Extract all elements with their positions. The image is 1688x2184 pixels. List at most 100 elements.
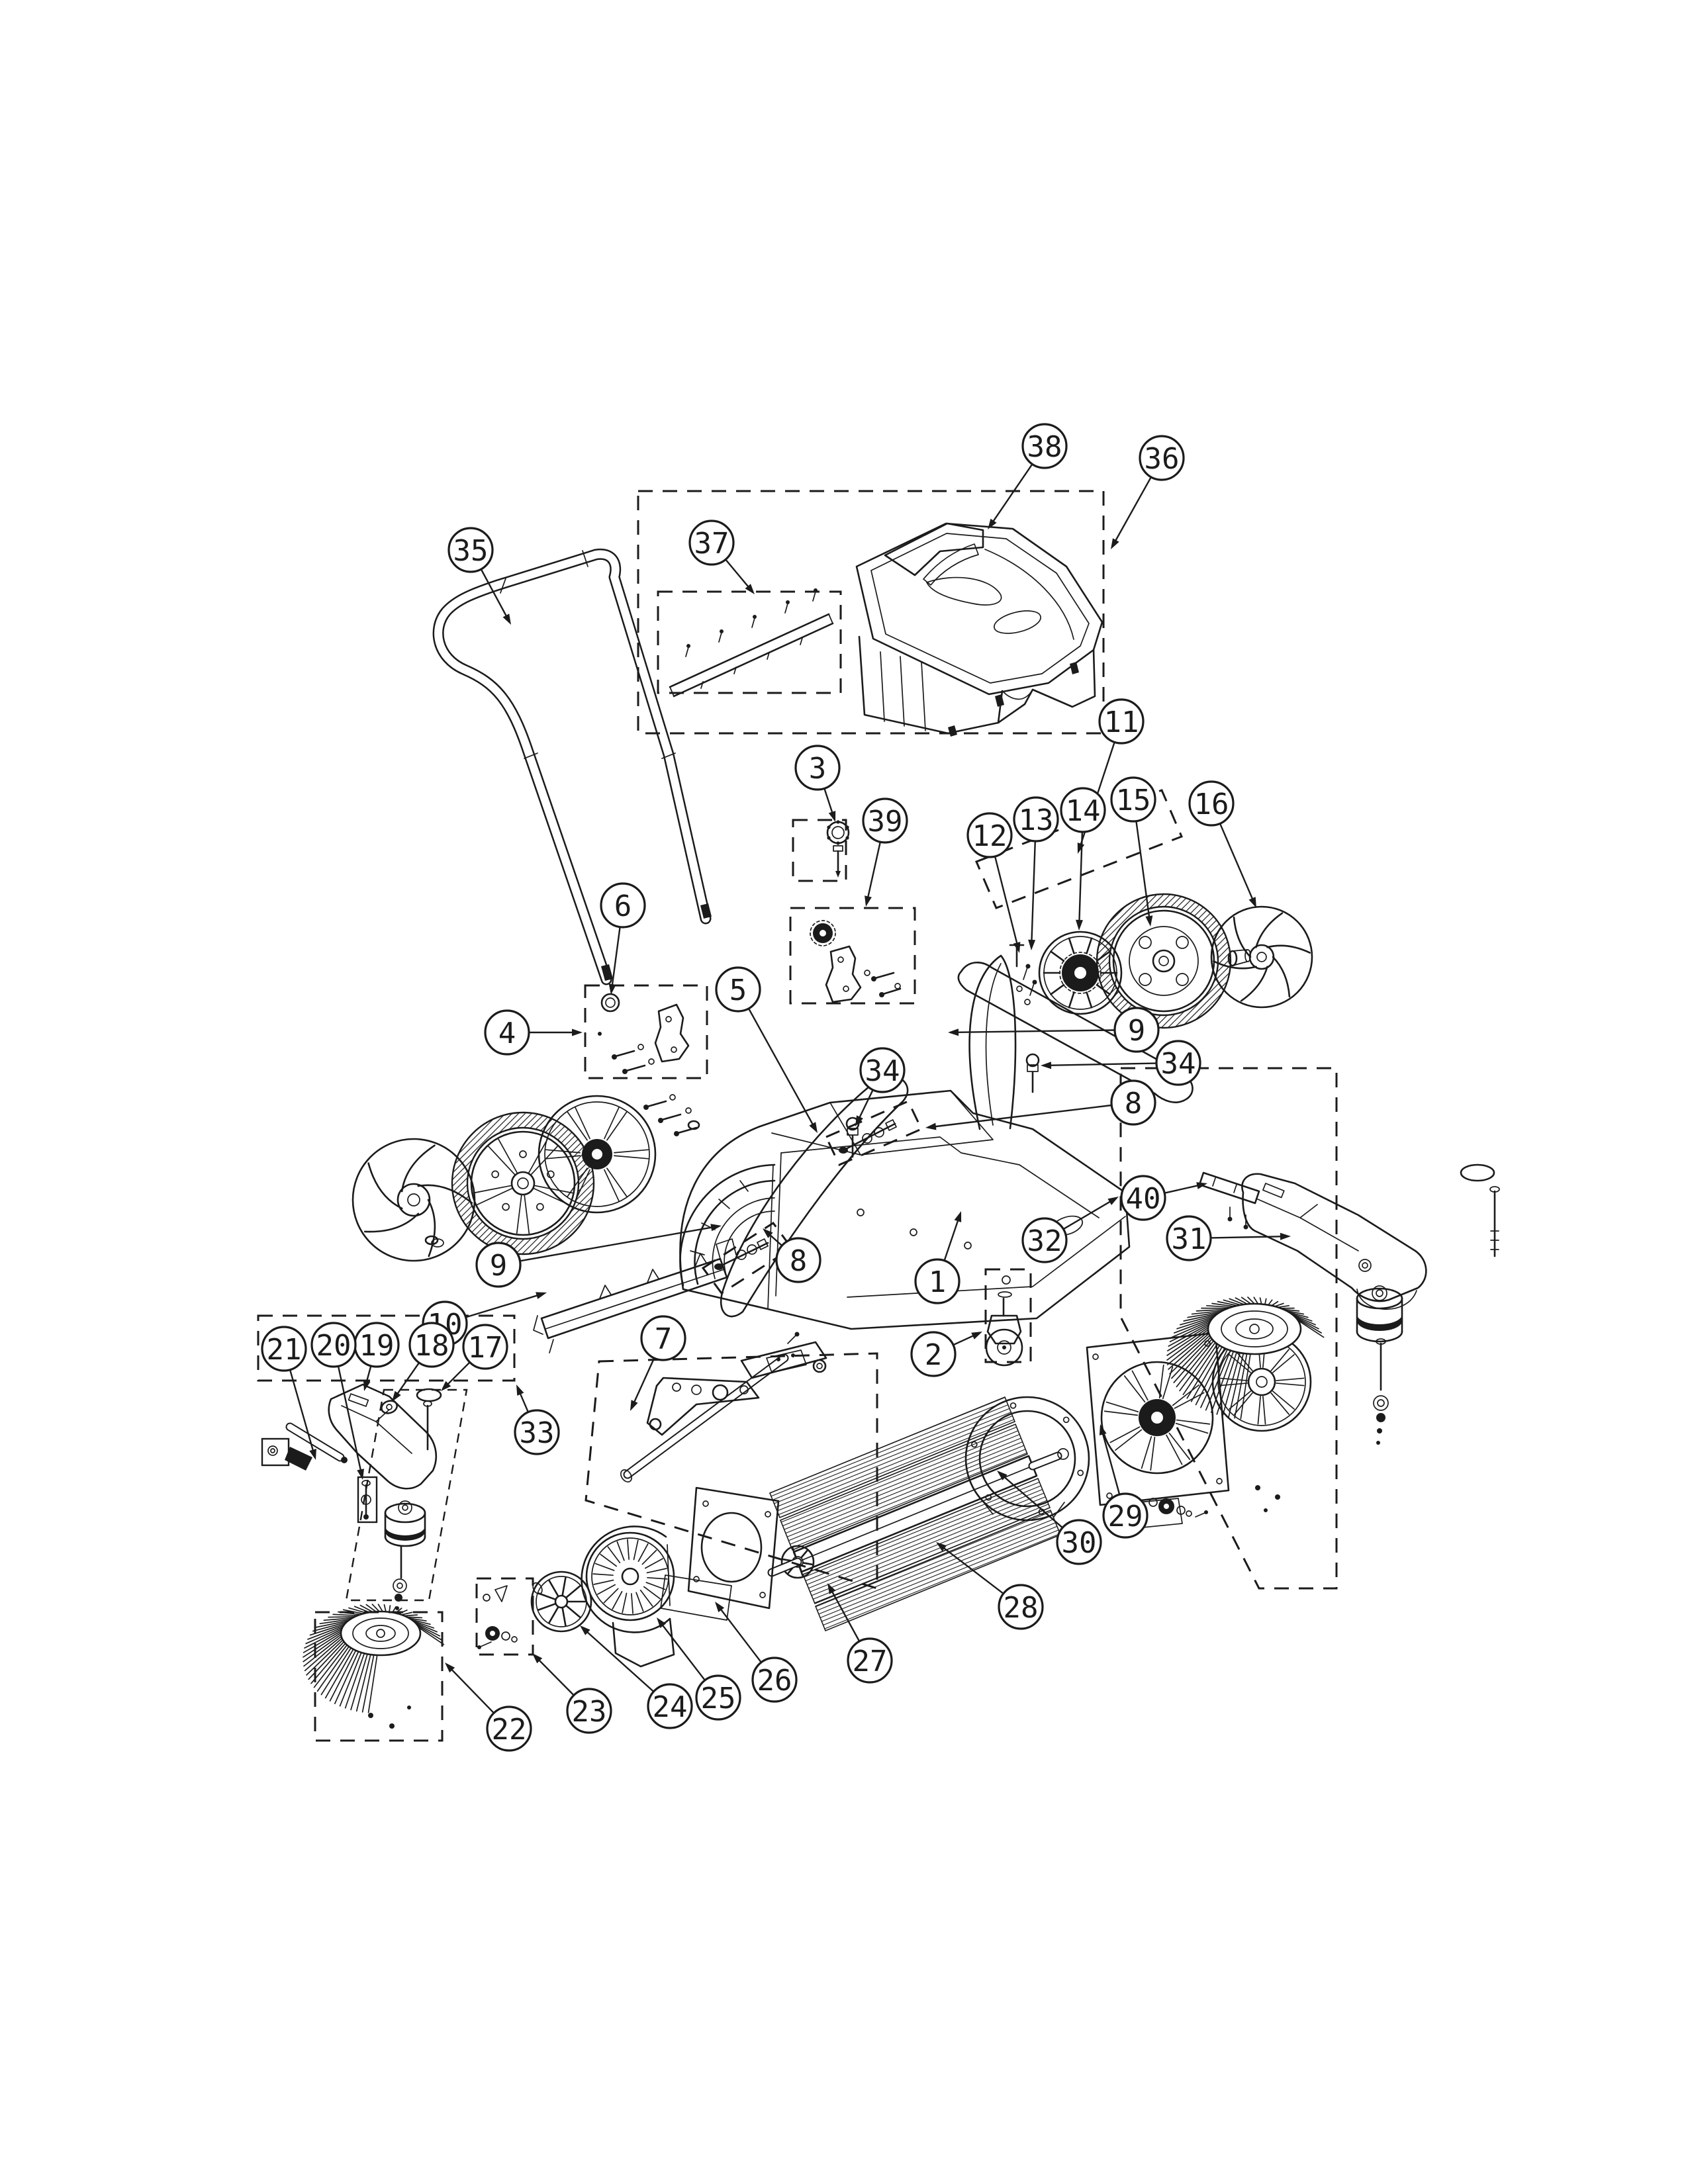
leader-arrowhead (536, 1292, 547, 1299)
callout-circle (475, 1242, 522, 1288)
group-box-23-hardware (475, 1577, 534, 1656)
leader-arrowhead (954, 1211, 962, 1222)
callout-number: 22 (492, 1713, 527, 1747)
housing-25 (581, 1525, 732, 1668)
callout-circle (695, 1674, 741, 1721)
callout-number: 2 (925, 1338, 943, 1372)
hopper-assembly-36-38 (855, 522, 1103, 737)
callout-number: 34 (865, 1054, 900, 1088)
callout-31: 31 (1166, 1215, 1212, 1261)
callout-4: 4 (484, 1009, 530, 1056)
leader-line-39 (865, 841, 881, 905)
leader-arrowhead (657, 1617, 667, 1628)
group-box-36-hopper (637, 490, 1105, 735)
callout-number: 38 (1027, 430, 1062, 464)
hardware-23 (477, 1585, 518, 1649)
callout-circle (1139, 435, 1185, 481)
callout-37: 37 (688, 520, 735, 566)
callout-40: 40 (1120, 1175, 1166, 1221)
leader-line-6 (610, 927, 621, 993)
bolt-kit-8-right (839, 1119, 897, 1154)
group-box-17-21 (257, 1314, 516, 1382)
callout-number: 14 (1066, 794, 1101, 828)
callout-circle (600, 882, 646, 929)
leader-arrowhead (1248, 897, 1256, 908)
leader-arrowhead (1028, 939, 1036, 950)
callout-3: 3 (794, 745, 841, 791)
callout-number: 33 (520, 1416, 555, 1450)
side-brush-arm-right (1198, 1163, 1500, 1445)
leader-line-7 (630, 1357, 655, 1409)
leader-arrowhead (809, 1122, 818, 1133)
leader-arrowhead (1013, 942, 1021, 953)
handle-tube-35 (432, 548, 712, 985)
callout-number: 25 (701, 1682, 736, 1715)
callout-number: 12 (972, 819, 1008, 853)
group-box-7-linkage (585, 1352, 878, 1590)
callout-circle (1056, 1519, 1102, 1565)
callout-circle (914, 1258, 961, 1304)
line-art (267, 522, 1500, 1729)
group-box-4-6-bracket (584, 984, 708, 1079)
leader-line-14 (1078, 831, 1084, 929)
leader-arrowhead (827, 1583, 836, 1594)
callout-number: 27 (853, 1645, 888, 1678)
callout-25: 25 (695, 1674, 741, 1721)
leader-arrowhead (502, 614, 511, 625)
leader-arrowhead (441, 1381, 451, 1391)
leader-arrowhead (1076, 919, 1083, 931)
leader-arrowhead (865, 895, 872, 907)
leader-line-32 (1062, 1197, 1117, 1230)
leader-line-9 (520, 1225, 720, 1262)
callout-2: 2 (910, 1331, 957, 1377)
callout-circle (751, 1657, 798, 1703)
callout-15: 15 (1110, 776, 1156, 823)
leader-arrowhead (715, 1602, 725, 1613)
leader-line-24 (581, 1626, 655, 1692)
callout-12: 12 (966, 812, 1013, 858)
callout-circle (447, 527, 494, 573)
group-box-2-caster (984, 1268, 1032, 1363)
leader-arrowhead (309, 1449, 316, 1460)
callout-number: 31 (1172, 1222, 1207, 1256)
leader-line-8 (927, 1104, 1112, 1128)
belt-9-left (720, 1073, 909, 1318)
callout-circle (310, 1322, 357, 1368)
left-pulley-wheel (538, 1095, 657, 1214)
leader-arrowhead (572, 1028, 583, 1036)
leader-arrowhead (997, 1471, 1008, 1480)
cover-disc (1211, 1332, 1312, 1432)
callout-26: 26 (751, 1657, 798, 1703)
group-box-32-side-brush (1119, 1067, 1338, 1590)
callout-circle (859, 1047, 906, 1093)
callout-circle (1098, 698, 1145, 745)
callout-circle (1166, 1215, 1212, 1261)
callout-18: 18 (408, 1322, 455, 1368)
leader-arrowhead (1099, 1424, 1107, 1435)
callout-circle (1113, 1007, 1160, 1053)
group-box-22-brush (314, 1611, 444, 1742)
leader-line-30 (998, 1471, 1063, 1529)
callout-30: 30 (1056, 1519, 1102, 1565)
callout-circle (715, 966, 761, 1013)
callout-number: 11 (1104, 705, 1139, 739)
callout-21: 21 (261, 1326, 307, 1372)
callout-circle (1110, 1079, 1156, 1126)
leader-arrowhead (936, 1542, 947, 1552)
callout-number: 18 (414, 1329, 449, 1363)
leader-line-28 (937, 1543, 1004, 1594)
callout-24: 24 (647, 1683, 693, 1729)
leader-line-5 (747, 1008, 818, 1132)
caster-2 (985, 1275, 1023, 1367)
leader-arrowhead (1107, 1197, 1119, 1205)
callout-number: 3 (809, 752, 827, 786)
callout-13: 13 (1013, 796, 1059, 842)
callout-number: 34 (1161, 1047, 1196, 1081)
hardware-12-13 (1009, 944, 1037, 1005)
roller-brush-27-28 (767, 1396, 1069, 1632)
callout-23: 23 (566, 1688, 612, 1734)
callout-34: 34 (1155, 1040, 1201, 1086)
